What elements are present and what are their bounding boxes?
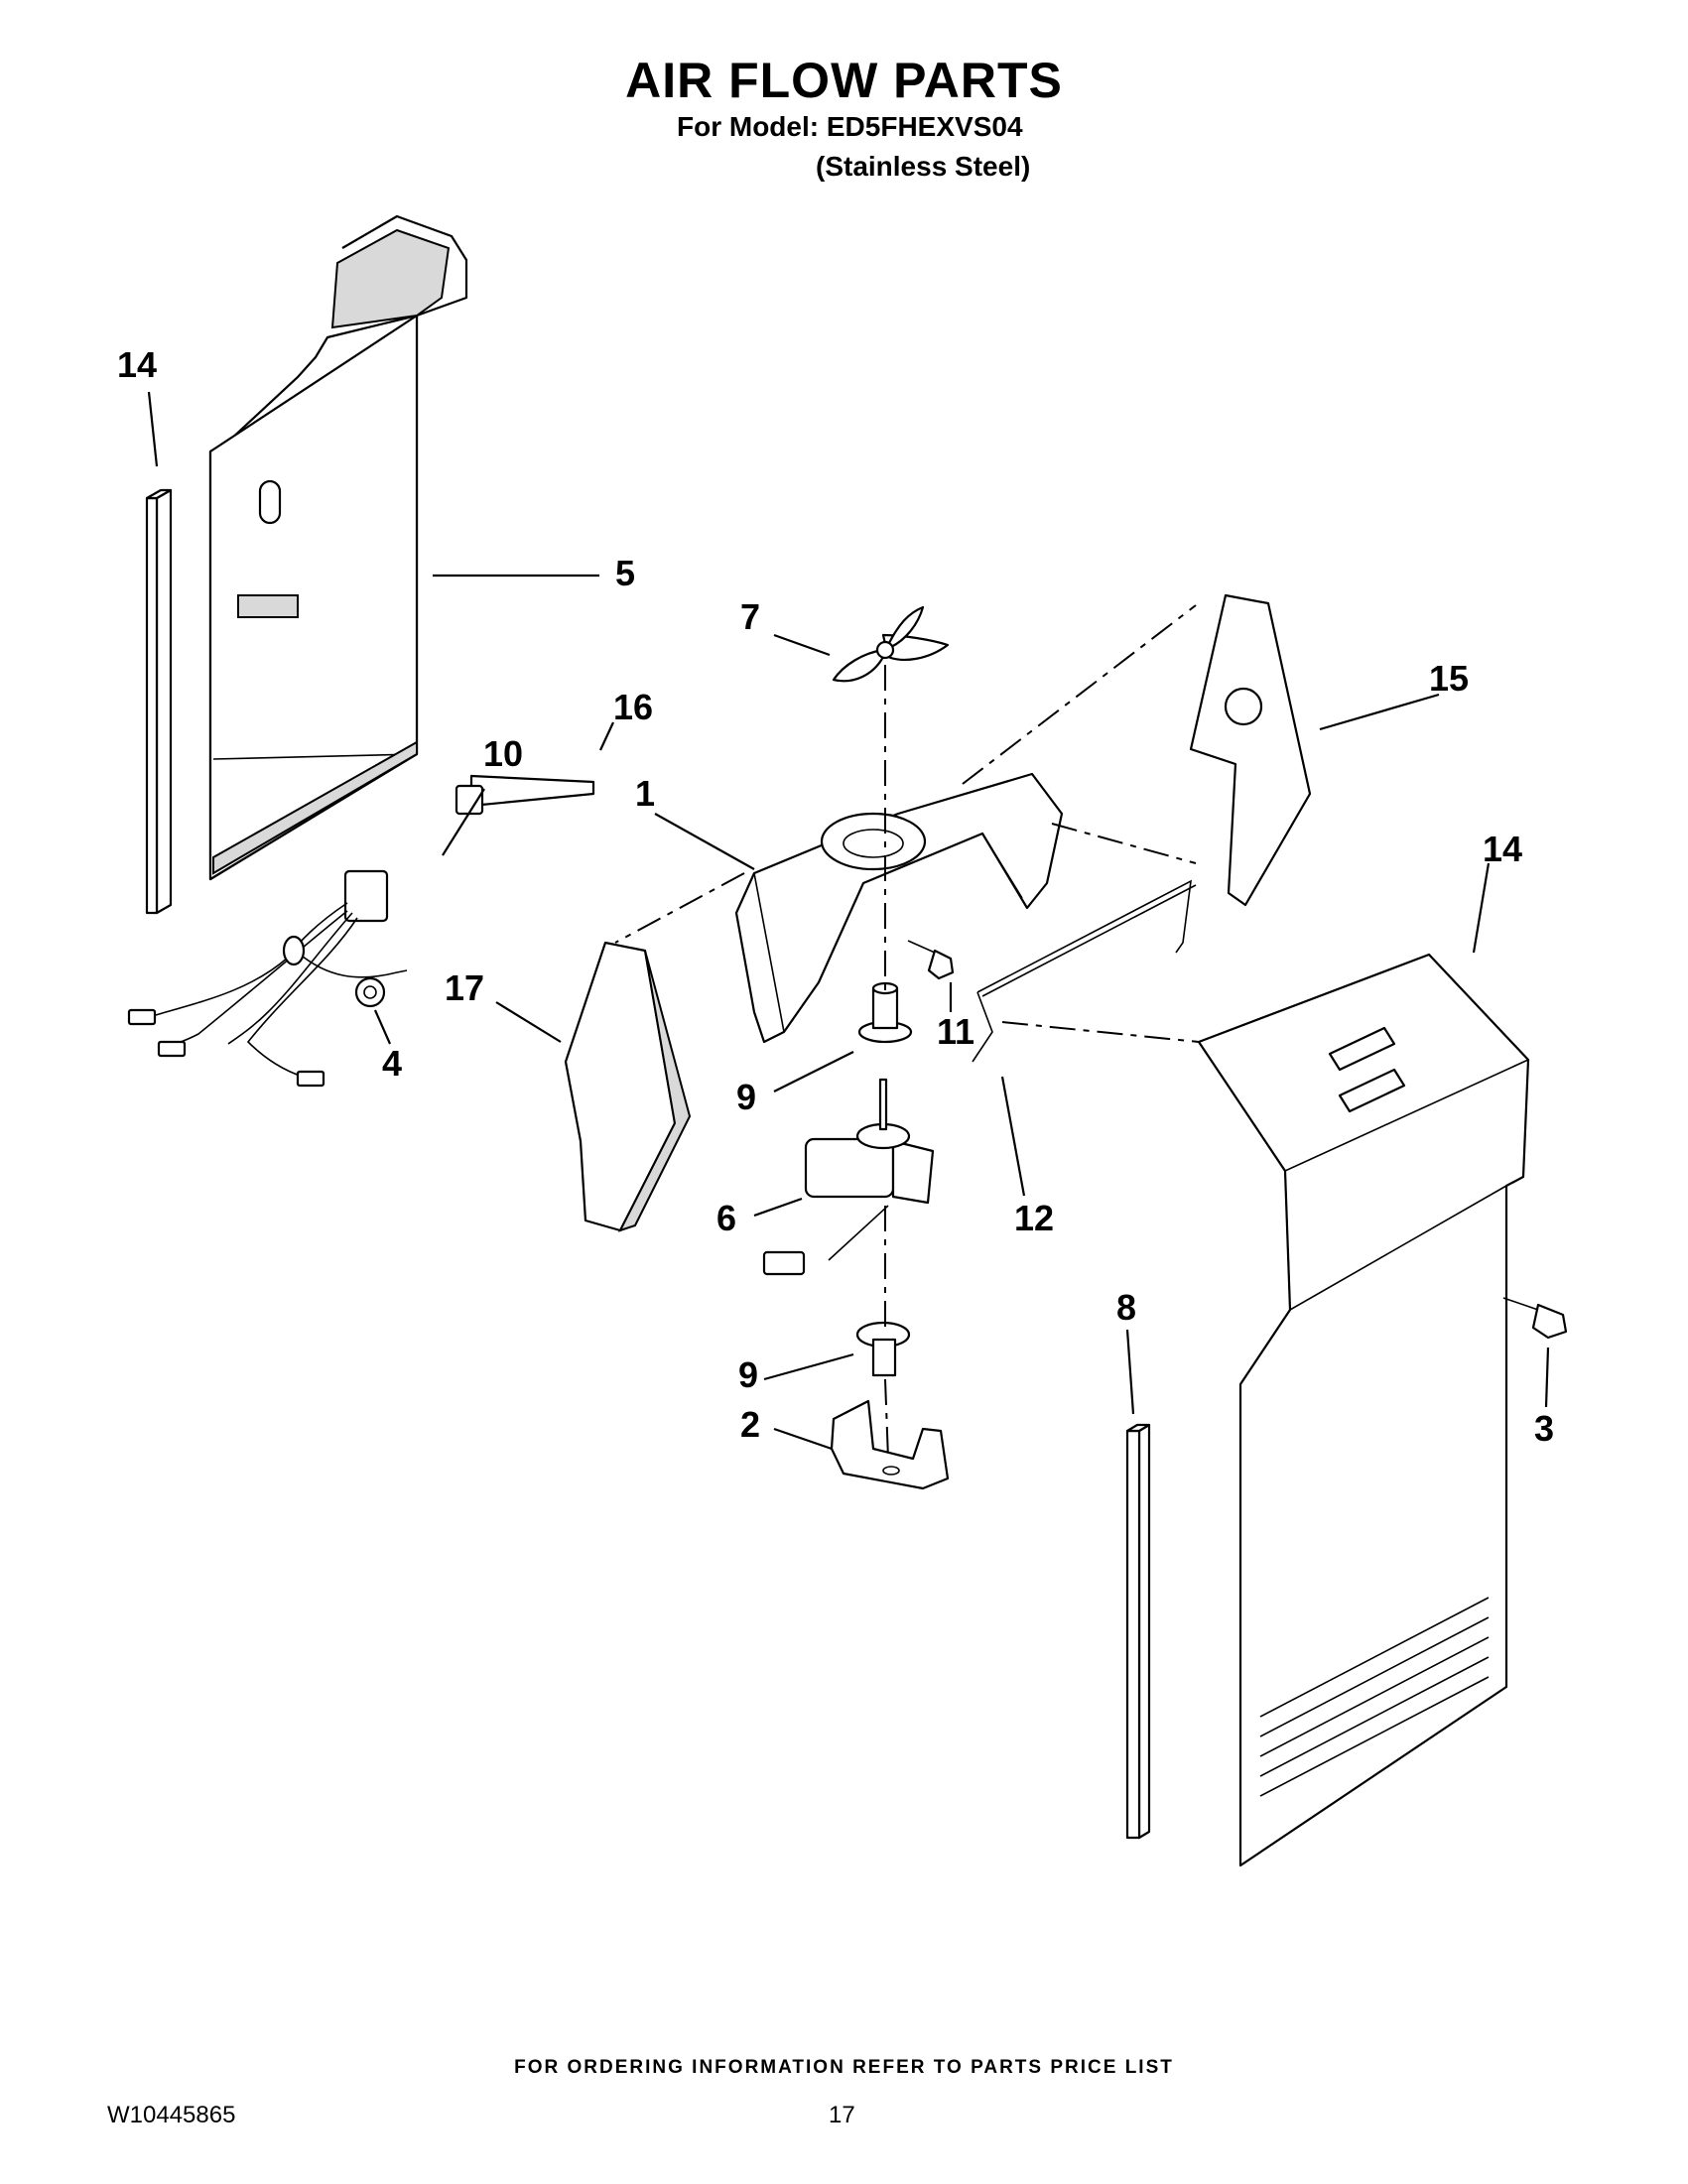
callout-17: 17 <box>445 967 484 1008</box>
callout-5: 5 <box>615 553 635 593</box>
callout-14: 14 <box>117 344 157 385</box>
callout-3: 3 <box>1534 1408 1554 1449</box>
callout-12: 12 <box>1014 1198 1054 1238</box>
callout-15: 14 <box>1483 829 1522 869</box>
callout-10: 11 <box>937 1011 974 1052</box>
part-3-screw <box>1502 1297 1568 1340</box>
callout-9-upper: 9 <box>736 1077 756 1117</box>
vent-slots <box>1259 1597 1490 1797</box>
callout-1: 1 <box>635 773 655 814</box>
ordering-note: FOR ORDERING INFORMATION REFER TO PARTS … <box>514 2057 1174 2078</box>
callout-16: 15 <box>1429 658 1469 699</box>
page-title: AIR FLOW PARTS <box>625 53 1063 108</box>
callout-9-lower: 9 <box>738 1354 758 1395</box>
callout-7: 7 <box>740 596 760 637</box>
part-5-rear-duct-panel <box>208 214 468 881</box>
part-1-fan-shroud <box>734 772 1064 1044</box>
part-17-side-duct <box>564 941 692 1232</box>
part-14-gasket-strip <box>145 488 173 915</box>
document-number: W10445865 <box>107 2102 236 2128</box>
callout-13: 16 <box>613 687 653 727</box>
model-number: For Model: ED5FHEXVS04 <box>677 111 1023 142</box>
part-12-wire-bracket <box>972 879 1197 1063</box>
page-number: 17 <box>829 2102 855 2128</box>
callout-8: 8 <box>1116 1287 1136 1328</box>
part-9-bushing-lower <box>855 1321 911 1377</box>
part-7-fan-blade <box>832 605 950 683</box>
part-2-motor-bracket <box>830 1399 950 1490</box>
part-6-fan-motor <box>762 1078 935 1276</box>
part-16-side-duct <box>1189 593 1312 907</box>
part-8-gasket-strip <box>1125 1423 1151 1840</box>
part-13-cable-tie <box>454 774 595 816</box>
callout-2: 2 <box>740 1404 760 1445</box>
callout-11: 10 <box>483 733 523 774</box>
part-9-bushing-upper <box>857 981 913 1044</box>
callout-4: 4 <box>382 1043 402 1084</box>
finish-description: (Stainless Steel) <box>816 151 1031 182</box>
part-4-grommet <box>354 976 386 1008</box>
assembly-lines <box>614 604 1200 1460</box>
part-11-wire-harness <box>127 869 408 1088</box>
leader-lines <box>147 391 1550 1451</box>
part-15-cover-panel <box>1197 953 1530 1867</box>
part-10-screw <box>907 940 955 980</box>
callout-6: 6 <box>716 1198 736 1238</box>
